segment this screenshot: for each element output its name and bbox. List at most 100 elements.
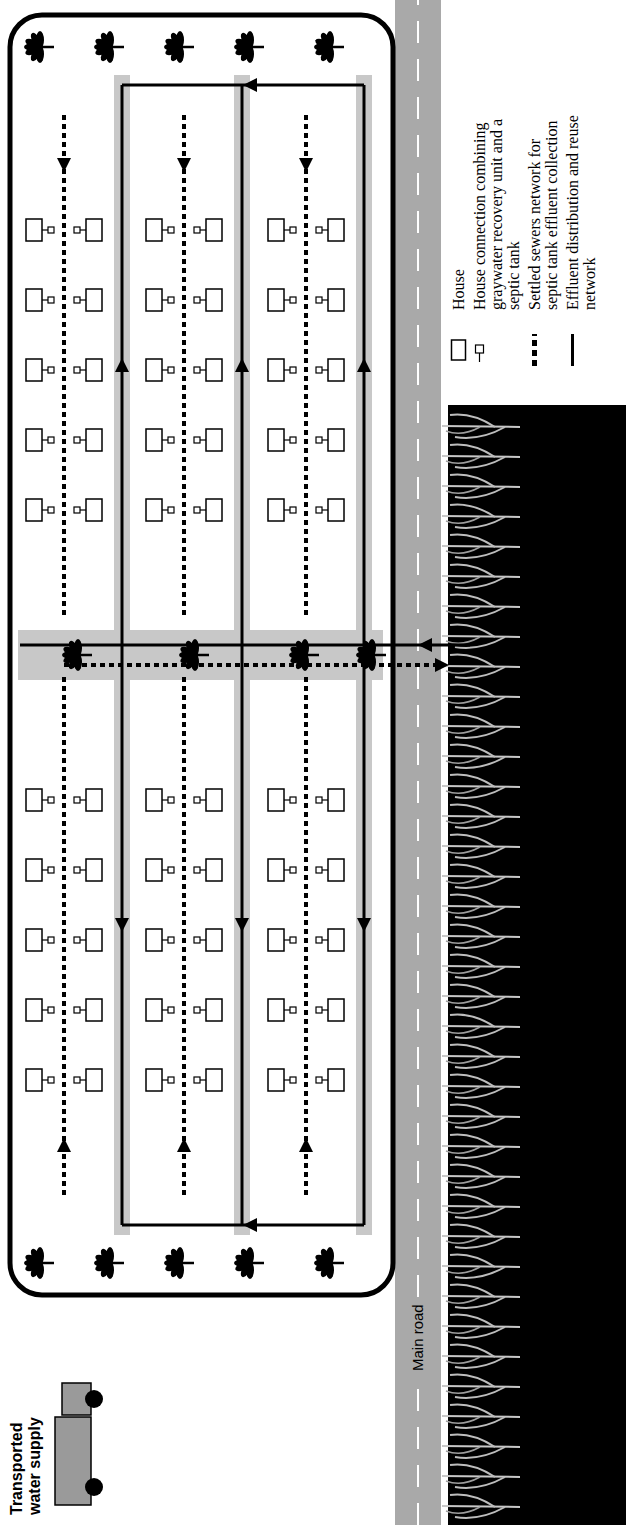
house (26, 859, 54, 881)
corn-plant (442, 505, 520, 528)
house (268, 359, 296, 381)
tree (164, 1247, 194, 1279)
house (74, 289, 102, 311)
flow-arrow (177, 1138, 191, 1152)
house-connection (48, 507, 54, 513)
settled-sewer-trunk (64, 663, 440, 667)
house-connection (316, 867, 322, 873)
corn-plant (442, 1135, 520, 1158)
house-connection (48, 297, 54, 303)
legend-symbol (534, 334, 535, 366)
corn-plant (442, 1015, 520, 1038)
house-connection (168, 937, 174, 943)
house (26, 429, 54, 451)
house-connection (74, 507, 80, 513)
house-connection (194, 1007, 200, 1013)
corn-plant (442, 835, 520, 858)
flow-arrow (115, 358, 129, 372)
house (268, 1069, 296, 1091)
corn-plant (442, 715, 520, 738)
house-connection (168, 367, 174, 373)
house-connection (168, 437, 174, 443)
house-connection (74, 867, 80, 873)
house (74, 929, 102, 951)
house (194, 499, 222, 521)
house (146, 929, 174, 951)
effluent-line (121, 85, 124, 1225)
corn-plant (442, 925, 520, 948)
house-connection (168, 227, 174, 233)
house (146, 429, 174, 451)
house (268, 929, 296, 951)
house-connection (168, 1007, 174, 1013)
corn-plant (442, 1285, 520, 1308)
house (194, 429, 222, 451)
house (316, 359, 344, 381)
house-connection (48, 367, 54, 373)
house-connection (290, 227, 296, 233)
house (146, 1069, 174, 1091)
house-connection (316, 437, 322, 443)
house-connection (48, 1007, 54, 1013)
house (26, 999, 54, 1021)
house (194, 359, 222, 381)
corn-plant (442, 1225, 520, 1248)
house-connection (194, 507, 200, 513)
house-connection (168, 797, 174, 803)
community-boundary (10, 15, 393, 1295)
corn-plant (442, 1465, 520, 1488)
tree (234, 31, 264, 63)
flow-arrow (243, 1218, 257, 1232)
house (26, 359, 54, 381)
house (194, 859, 222, 881)
house-connection (194, 797, 200, 803)
house-connection (194, 227, 200, 233)
corn-plant (442, 445, 520, 468)
flow-arrow (57, 158, 71, 172)
tree (314, 1247, 344, 1279)
house-connection (316, 797, 322, 803)
water-truck (55, 1383, 103, 1505)
house (146, 359, 174, 381)
corn-plant (442, 895, 520, 918)
corn-plant (442, 775, 520, 798)
house (146, 219, 174, 241)
flow-arrow (235, 358, 249, 372)
corn-plant (442, 805, 520, 828)
flow-arrow (299, 1138, 313, 1152)
effluent-trunk (20, 644, 470, 647)
legend-text: House (450, 110, 467, 310)
legend-text: Settled sewers network for septic tank e… (526, 110, 560, 310)
house (74, 219, 102, 241)
house (268, 999, 296, 1021)
corn-plant (442, 1105, 520, 1128)
flow-arrow (177, 158, 191, 172)
house (146, 499, 174, 521)
house-connection (168, 297, 174, 303)
house (316, 789, 344, 811)
flow-arrow (435, 658, 449, 672)
house-connection (290, 367, 296, 373)
house-connection (290, 437, 296, 443)
corn-plant (442, 535, 520, 558)
house-connection (194, 937, 200, 943)
house (146, 859, 174, 881)
corn-plant (442, 1045, 520, 1068)
corn-plant (442, 1435, 520, 1458)
house (194, 929, 222, 951)
house-connection (290, 797, 296, 803)
house (74, 429, 102, 451)
house (268, 789, 296, 811)
flow-arrow (418, 638, 432, 652)
tree (164, 31, 194, 63)
house-connection (290, 1077, 296, 1083)
corn-plant (442, 1195, 520, 1218)
house (194, 789, 222, 811)
tree (24, 1247, 54, 1279)
house-connection (48, 797, 54, 803)
house-connection (194, 297, 200, 303)
settled-sewer (62, 115, 66, 615)
house-connection (194, 367, 200, 373)
house (316, 219, 344, 241)
effluent-line (241, 85, 244, 1225)
